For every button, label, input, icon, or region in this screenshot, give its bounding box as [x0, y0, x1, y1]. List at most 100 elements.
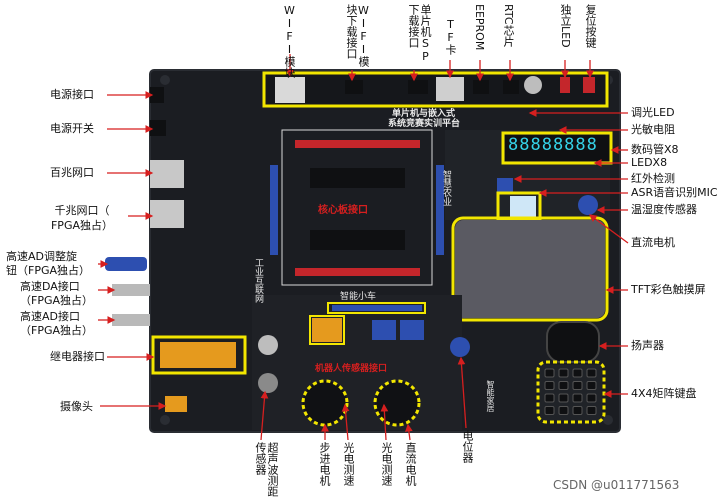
label-power-jack: 电源接口 — [50, 88, 94, 101]
core-header-right — [436, 165, 444, 255]
label-seg7: 数码管X8 — [631, 143, 679, 156]
dc-wheel — [373, 379, 421, 427]
label-ad-line1: 高速AD接口 — [20, 310, 80, 323]
label-ledx8: LEDX8 — [631, 156, 668, 169]
board-label-industrial: 工业互联网 — [253, 258, 263, 303]
potentiometer-knob — [450, 337, 470, 357]
temp-hum-sensor-part — [510, 196, 536, 218]
ad-connector — [112, 314, 150, 326]
board-label-smart-agri: 智慧农业 — [441, 170, 451, 206]
tft-highlight — [451, 216, 609, 322]
wifi-download-header — [345, 80, 363, 94]
core-chip-lower — [310, 230, 405, 250]
label-wifi-module: WIFI模块 — [283, 4, 296, 78]
label-tf: TF卡 — [444, 18, 457, 55]
keypad-key — [544, 406, 555, 415]
car-blue-block — [400, 320, 424, 340]
label-photo-speed: 光电测速 — [342, 442, 355, 486]
mount-hole — [160, 415, 170, 425]
arrow-ultrasonic — [260, 390, 269, 441]
camera-part — [165, 396, 187, 412]
label-dc-motor: 直流电机 — [631, 236, 675, 249]
core-board-area — [281, 129, 433, 286]
arrow-photo-speed — [341, 403, 350, 441]
keypad-key — [586, 381, 597, 390]
arrow-potentiometer — [457, 356, 467, 429]
board-label-smart-car: 智能小车 — [340, 292, 377, 302]
stepper-sensor — [258, 373, 278, 393]
led-component — [560, 77, 570, 93]
rtc-battery — [524, 76, 542, 94]
keypad-key — [572, 368, 583, 378]
label-tft: TFT彩色触摸屏 — [631, 283, 706, 296]
core-header-left — [270, 165, 278, 255]
wifi-module-chip — [275, 77, 305, 103]
label-dc-motor-2: 直流电机 — [404, 442, 417, 486]
label-ad-line2: （FPGA独占） — [20, 324, 94, 337]
label-ir: 红外检测 — [631, 172, 675, 185]
label-rtc: RTC芯片 — [502, 4, 515, 47]
ultrasonic-sensor — [258, 335, 278, 355]
keypad-key — [544, 368, 555, 378]
mount-hole — [603, 415, 613, 425]
label-dimming-led: 调光LED — [631, 106, 675, 119]
label-photo-speed-2: 光电测速 — [380, 442, 393, 486]
keypad-key — [544, 393, 555, 403]
keypad-key — [558, 381, 569, 390]
mount-hole — [160, 75, 170, 85]
label-wifi-download: WIFI模块下载接口 — [345, 4, 370, 67]
label-da-line2: （FPGA独占） — [20, 294, 94, 307]
car-blue-block — [372, 320, 396, 340]
arrow-photo-speed-2 — [380, 403, 389, 441]
ir-sensor-part — [497, 178, 513, 192]
car-sensor-header — [332, 305, 422, 311]
core-board-connector-top — [295, 140, 420, 148]
label-power-switch: 电源开关 — [50, 122, 94, 135]
label-adc-knob-line2: 钮（FPGA独占） — [6, 264, 91, 277]
seg7-digits: 88888888 — [508, 135, 598, 155]
seg7-display — [505, 135, 610, 161]
speaker-part — [546, 321, 600, 363]
label-eeprom: EEPROM — [473, 4, 486, 51]
board-label-smart-home: 智能家居 — [486, 380, 495, 412]
label-eth100: 百兆网口 — [50, 166, 94, 179]
mcu-download-header — [408, 80, 428, 94]
top-modules-highlight — [262, 71, 609, 108]
gig-eth-port — [150, 200, 184, 228]
keypad-key — [544, 381, 555, 390]
stepper-wheel — [301, 379, 349, 427]
label-gig-eth-line1: 千兆网口（ — [54, 204, 110, 217]
car-sensor-highlight — [327, 302, 426, 314]
keypad-keys — [544, 368, 597, 415]
power-jack-part — [150, 87, 164, 103]
keypad-key — [572, 393, 583, 403]
dc-motor-part — [578, 195, 598, 215]
keypad-key — [586, 393, 597, 403]
adc-knob-part — [105, 257, 147, 271]
label-gig-eth-line2: FPGA独占） — [50, 219, 113, 232]
label-ultrasonic: 超声波测距传感器 — [254, 442, 279, 497]
tf-card-slot — [436, 77, 464, 101]
label-relay: 继电器接口 — [50, 350, 105, 363]
board-title-line2: 系统竞赛实训平台 — [388, 119, 461, 129]
arrow-dc-motor — [588, 214, 629, 244]
label-keypad: 4X4矩阵键盘 — [631, 387, 697, 400]
board-title-line1: 单片机与嵌入式 — [392, 109, 456, 119]
label-camera: 摄像头 — [60, 400, 93, 413]
board-label-core: 核心板接口 — [318, 205, 368, 216]
car-chip-block — [312, 318, 342, 342]
reset-button — [583, 77, 595, 93]
eth100-port — [150, 160, 184, 188]
keypad-key — [586, 406, 597, 415]
core-chip-upper — [310, 168, 405, 188]
label-speaker: 扬声器 — [631, 339, 664, 352]
label-potentiometer: 电位器 — [461, 430, 474, 463]
car-zone — [252, 295, 462, 430]
watermark: CSDN @u011771563 — [553, 478, 680, 492]
keypad-key — [558, 368, 569, 378]
board-label-sensor-iface: 机器人传感器接口 — [315, 364, 388, 374]
label-asr-mic: ASR语音识别MIC — [631, 186, 718, 199]
relay-block — [160, 342, 236, 368]
